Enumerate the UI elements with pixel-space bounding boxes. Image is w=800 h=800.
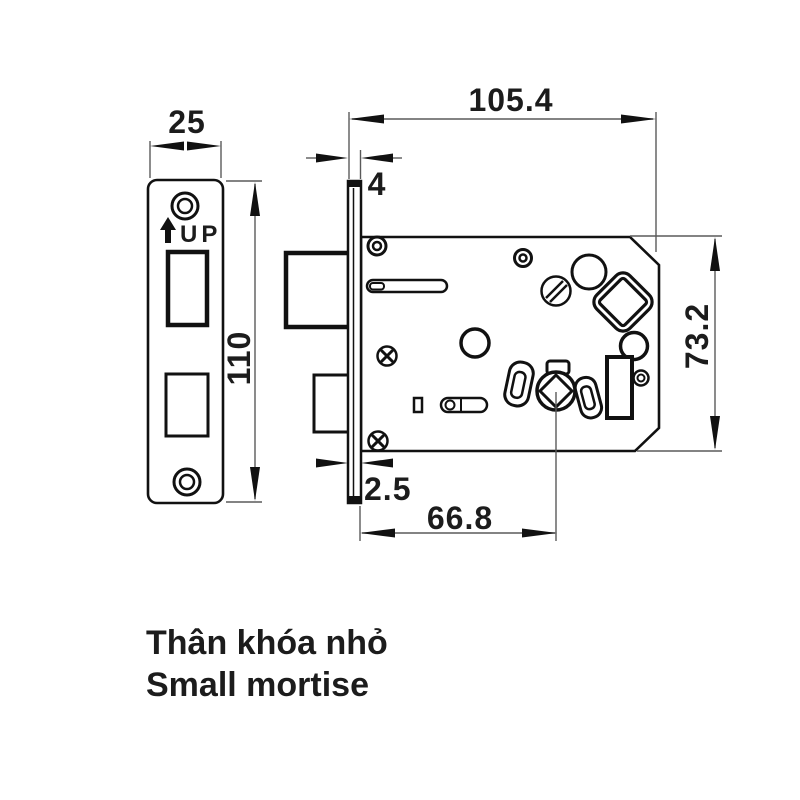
dim-label-4: 4 <box>368 166 387 202</box>
hub-hole <box>459 327 491 359</box>
cam-left <box>503 360 535 408</box>
dim-body-height: 73.2 <box>630 235 722 452</box>
arrowhead-right <box>522 528 557 538</box>
cam-right <box>573 375 604 420</box>
arrowhead-left <box>349 114 384 124</box>
strike-screw-hole-bottom <box>172 467 202 497</box>
up-label-text: UP <box>180 221 221 248</box>
case-screw-hole-top-left <box>366 235 388 257</box>
up-label: UP <box>160 217 221 248</box>
dim-body-width: 105.4 <box>348 82 657 252</box>
strike-latch-cutout <box>165 249 210 328</box>
strike-screw-hole-top <box>170 191 200 221</box>
dim-label-73-2: 73.2 <box>679 303 715 369</box>
arrowhead-right <box>187 141 221 151</box>
dim-plate-thickness: 2.5 <box>316 458 411 507</box>
cylinder-hole <box>570 253 608 291</box>
dim-label-66-8: 66.8 <box>427 500 493 536</box>
slotted-screw <box>540 275 572 307</box>
stop-pin <box>412 396 424 414</box>
arrowhead-up <box>710 237 720 271</box>
phillips-screw-bottom <box>367 430 389 452</box>
dim-plate-height: 110 <box>221 180 262 503</box>
lock-internals <box>365 235 654 452</box>
dim-plate-width: 25 <box>149 104 222 178</box>
dim-front-thickness: 4 <box>306 150 402 202</box>
caption: Thân khóa nhỏ Small mortise <box>146 622 388 706</box>
arrowhead-right-point <box>316 458 348 468</box>
arrowhead-left-point <box>361 153 393 163</box>
phillips-screw-left <box>376 345 398 367</box>
key-slot <box>439 396 489 414</box>
bolt-tail-plate <box>605 355 634 420</box>
latch-bolt <box>283 250 352 330</box>
strike-deadbolt-cutout <box>164 372 210 438</box>
arrowhead-up <box>250 182 260 216</box>
arrowhead-left <box>150 141 184 151</box>
adjust-slot-top <box>365 278 449 294</box>
caption-line-en: Small mortise <box>146 666 369 704</box>
dim-label-105-4: 105.4 <box>468 82 553 118</box>
handle-follower <box>592 271 654 333</box>
arrowhead-down <box>710 416 720 450</box>
arrowhead-left-point <box>361 458 393 468</box>
faceplate <box>346 179 363 505</box>
case-screw-hole-top-mid <box>513 248 533 268</box>
lock-body <box>283 179 661 505</box>
dim-label-2-5: 2.5 <box>364 471 411 507</box>
case-screw-hole-right <box>632 369 650 387</box>
arrowhead-left <box>360 528 395 538</box>
deadbolt <box>312 373 351 434</box>
arrowhead-down <box>250 467 260 501</box>
arrowhead-right-point <box>316 153 348 163</box>
up-arrow-icon <box>160 217 176 243</box>
arrowhead-right <box>621 114 656 124</box>
dim-label-25: 25 <box>168 104 206 140</box>
dim-label-110: 110 <box>221 331 257 386</box>
strike-plate: UP <box>146 178 225 505</box>
caption-line-vi: Thân khóa nhỏ <box>146 624 388 662</box>
dim-backset: 66.8 <box>359 392 557 541</box>
